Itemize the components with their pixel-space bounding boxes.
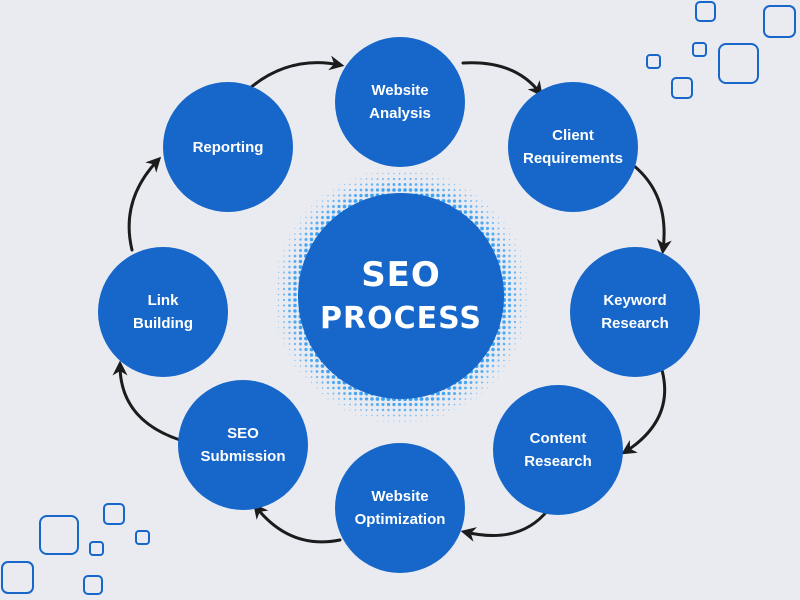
step-keyword-research: Keyword Research: [570, 247, 700, 377]
step-seo-submission: SEO Submission: [178, 380, 308, 510]
step-label: Reporting: [192, 138, 264, 156]
step-client-requirements: Client Requirements: [508, 82, 638, 212]
step-link-building: Link Building: [98, 247, 228, 377]
step-label: Client Requirements: [522, 127, 624, 167]
deco-square: [671, 77, 693, 99]
step-label: Website Analysis: [369, 82, 431, 122]
step-label: Website Optimization: [354, 488, 446, 528]
cycle-arrow: [248, 55, 345, 90]
deco-square: [89, 541, 104, 556]
step-website-optimization: Website Optimization: [335, 443, 465, 573]
cycle-arrow: [461, 61, 543, 97]
deco-square: [83, 575, 103, 595]
cycle-arrows: [112, 55, 672, 544]
deco-square: [646, 54, 661, 69]
cycle-arrow: [112, 360, 182, 442]
deco-square: [135, 530, 150, 545]
cycle-arrow: [253, 503, 342, 544]
step-label: Content Research: [524, 430, 592, 470]
deco-square: [39, 515, 79, 555]
center-title-line2: PROCESS: [320, 301, 482, 336]
step-website-analysis: Website Analysis: [335, 37, 465, 167]
deco-square: [103, 503, 125, 525]
step-content-research: Content Research: [493, 385, 623, 515]
step-label: Keyword Research: [601, 292, 669, 332]
deco-square: [692, 42, 707, 57]
cycle-arrow: [127, 156, 162, 252]
halftone-halo: [277, 172, 527, 422]
deco-square: [695, 1, 716, 22]
deco-square: [763, 5, 796, 38]
step-label: SEO Submission: [200, 425, 286, 465]
step-reporting: Reporting: [163, 82, 293, 212]
center-title-line1: SEO: [361, 255, 441, 295]
cycle-arrow: [621, 368, 667, 455]
step-label: Link Building: [133, 292, 193, 332]
cycle-arrow: [631, 163, 672, 255]
center-circle: SEO PROCESS: [298, 193, 504, 399]
deco-square: [1, 561, 34, 594]
deco-square: [718, 43, 759, 84]
cycle-arrow: [460, 508, 550, 542]
